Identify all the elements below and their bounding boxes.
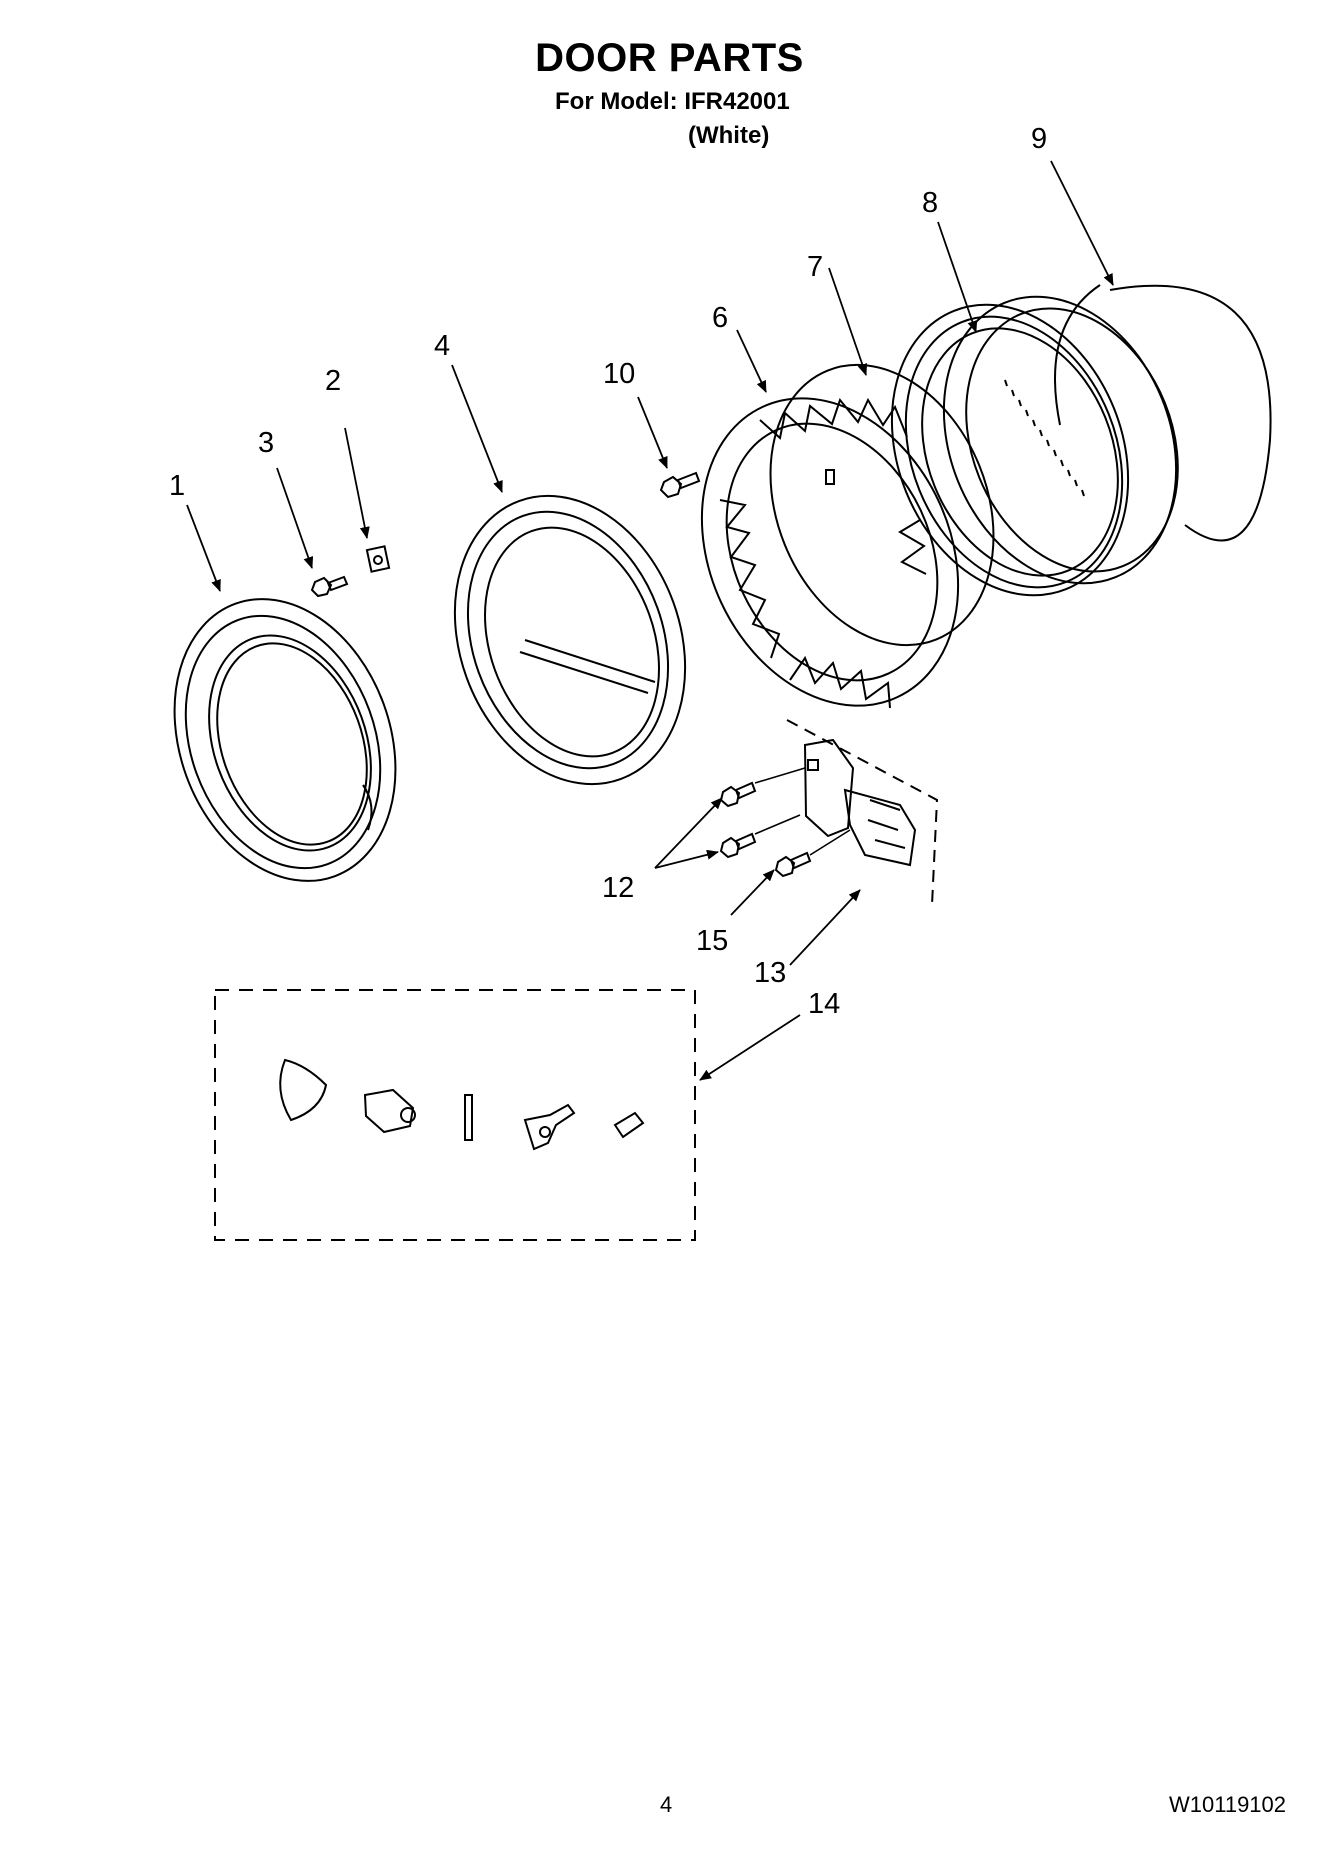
model-line: For Model: IFR42001 (555, 88, 790, 115)
page-number: 4 (660, 1792, 673, 1817)
door-glass-seal-part (769, 363, 995, 647)
callout-15: 15 (696, 925, 728, 957)
latch-screw-part-12b (719, 832, 757, 859)
door-frame-ring-part (700, 397, 960, 709)
color-line: (White) (688, 122, 770, 149)
callout-1: 1 (169, 470, 185, 502)
door-clip-part (365, 545, 391, 573)
door-latch-assembly-part (786, 719, 939, 906)
document-number: W10119102 (1169, 1792, 1287, 1817)
door-handle-kit-part (214, 989, 696, 1241)
door-seal-ring-part (1054, 284, 1272, 542)
callout-6: 6 (712, 302, 728, 334)
callout-2: 2 (325, 365, 341, 397)
screw-part-3 (310, 575, 349, 598)
latch-screw-part-12a (719, 781, 757, 808)
callout-8: 8 (922, 187, 938, 219)
callout-9: 9 (1031, 123, 1047, 155)
callout-10: 10 (603, 358, 635, 390)
callout-13: 13 (754, 957, 786, 989)
callout-14: 14 (808, 988, 840, 1020)
door-glass-bowl-part (890, 295, 1179, 597)
callout-12: 12 (602, 872, 634, 904)
screw-part-10 (659, 471, 701, 499)
callout-3-label: 3 (258, 427, 274, 459)
page-title: DOOR PARTS (535, 36, 804, 80)
callout-leader-lines (186, 160, 1114, 1081)
door-inner-ring-part (453, 494, 687, 786)
latch-screw-part-15 (774, 851, 812, 878)
door-outer-ring-part (173, 598, 397, 882)
callout-7: 7 (807, 251, 823, 283)
callout-4: 4 (434, 330, 450, 362)
